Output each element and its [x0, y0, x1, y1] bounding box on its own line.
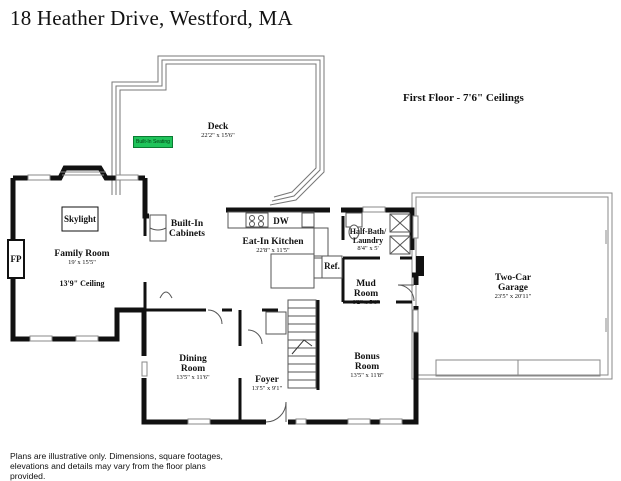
room-bath-dims: 8'4" x 5' — [357, 245, 379, 252]
room-bath-name: Half-Bath/ Laundry — [349, 227, 387, 245]
fridge-label: Ref. — [324, 261, 340, 271]
room-garage: Two-Car Garage 23'5" x 20'11" — [488, 273, 538, 301]
room-garage-name: Two-Car Garage — [494, 273, 532, 293]
bath-fixtures — [345, 212, 411, 255]
room-mud-dims: 6'2" x 5'6" — [352, 299, 380, 306]
family-ceiling-note: 13'9" Ceiling — [59, 279, 105, 288]
room-foyer-name: Foyer — [255, 375, 279, 385]
room-bonus: Bonus Room 13'5" x 11'8" — [347, 352, 387, 380]
built-in-seating-label: Built-In Seating — [133, 136, 173, 148]
room-deck: Deck 22'2" x 15'6" — [201, 122, 235, 140]
room-dining-dims: 13'5" x 11'6" — [176, 374, 210, 381]
interior-walls — [143, 216, 412, 422]
disclaimer: Plans are illustrative only. Dimensions,… — [10, 451, 223, 481]
exterior-walls — [10, 165, 419, 425]
room-bonus-dims: 13'5" x 11'8" — [350, 372, 384, 379]
room-deck-dims: 22'2" x 15'6" — [201, 132, 235, 139]
room-deck-name: Deck — [207, 122, 229, 132]
room-foyer-dims: 13'5" x 9'1" — [251, 385, 283, 392]
room-kitchen-name: Eat-In Kitchen — [242, 237, 304, 247]
dishwasher-label: DW — [273, 216, 289, 226]
fireplace-label: FP — [10, 254, 22, 264]
door-swings — [159, 284, 415, 423]
floor-label: First Floor - 7'6" Ceilings — [403, 92, 524, 104]
windows — [27, 174, 419, 425]
deck-outline — [111, 55, 325, 206]
room-kitchen: Eat-In Kitchen 22'8" x 11'5" — [243, 237, 304, 255]
room-family-dims: 19' x 15'5" — [68, 259, 96, 266]
room-bonus-name: Bonus Room — [354, 352, 380, 372]
room-dining: Dining Room 13'5" x 11'6" — [173, 354, 213, 382]
skylight-label: Skylight — [63, 214, 97, 224]
room-mud-name: Mud Room — [353, 279, 379, 299]
room-mud: Mud Room 6'2" x 5'6" — [346, 279, 386, 307]
room-foyer: Foyer 13'5" x 9'1" — [252, 375, 282, 393]
skylight-icon — [61, 206, 99, 232]
bay-window — [60, 171, 106, 176]
room-family: Family Room 19' x 15'5" — [54, 249, 109, 267]
room-bath: Half-Bath/ Laundry 8'4" x 5' — [347, 227, 389, 253]
kitchen-counters — [227, 211, 343, 289]
staircase — [265, 299, 317, 389]
page-title: 18 Heather Drive, Westford, MA — [10, 6, 293, 30]
built-in-cabinets-label: Built-In Cabinets — [169, 219, 205, 239]
room-dining-name: Dining Room — [179, 354, 207, 374]
built-in-cabinets — [149, 214, 167, 242]
mudroom-doorframe — [416, 256, 424, 276]
fireplace-icon — [7, 239, 25, 279]
room-family-name: Family Room — [54, 249, 110, 259]
room-garage-dims: 23'5" x 20'11" — [494, 293, 532, 300]
room-kitchen-dims: 22'8" x 11'5" — [256, 247, 290, 254]
garage-outline — [411, 192, 613, 380]
